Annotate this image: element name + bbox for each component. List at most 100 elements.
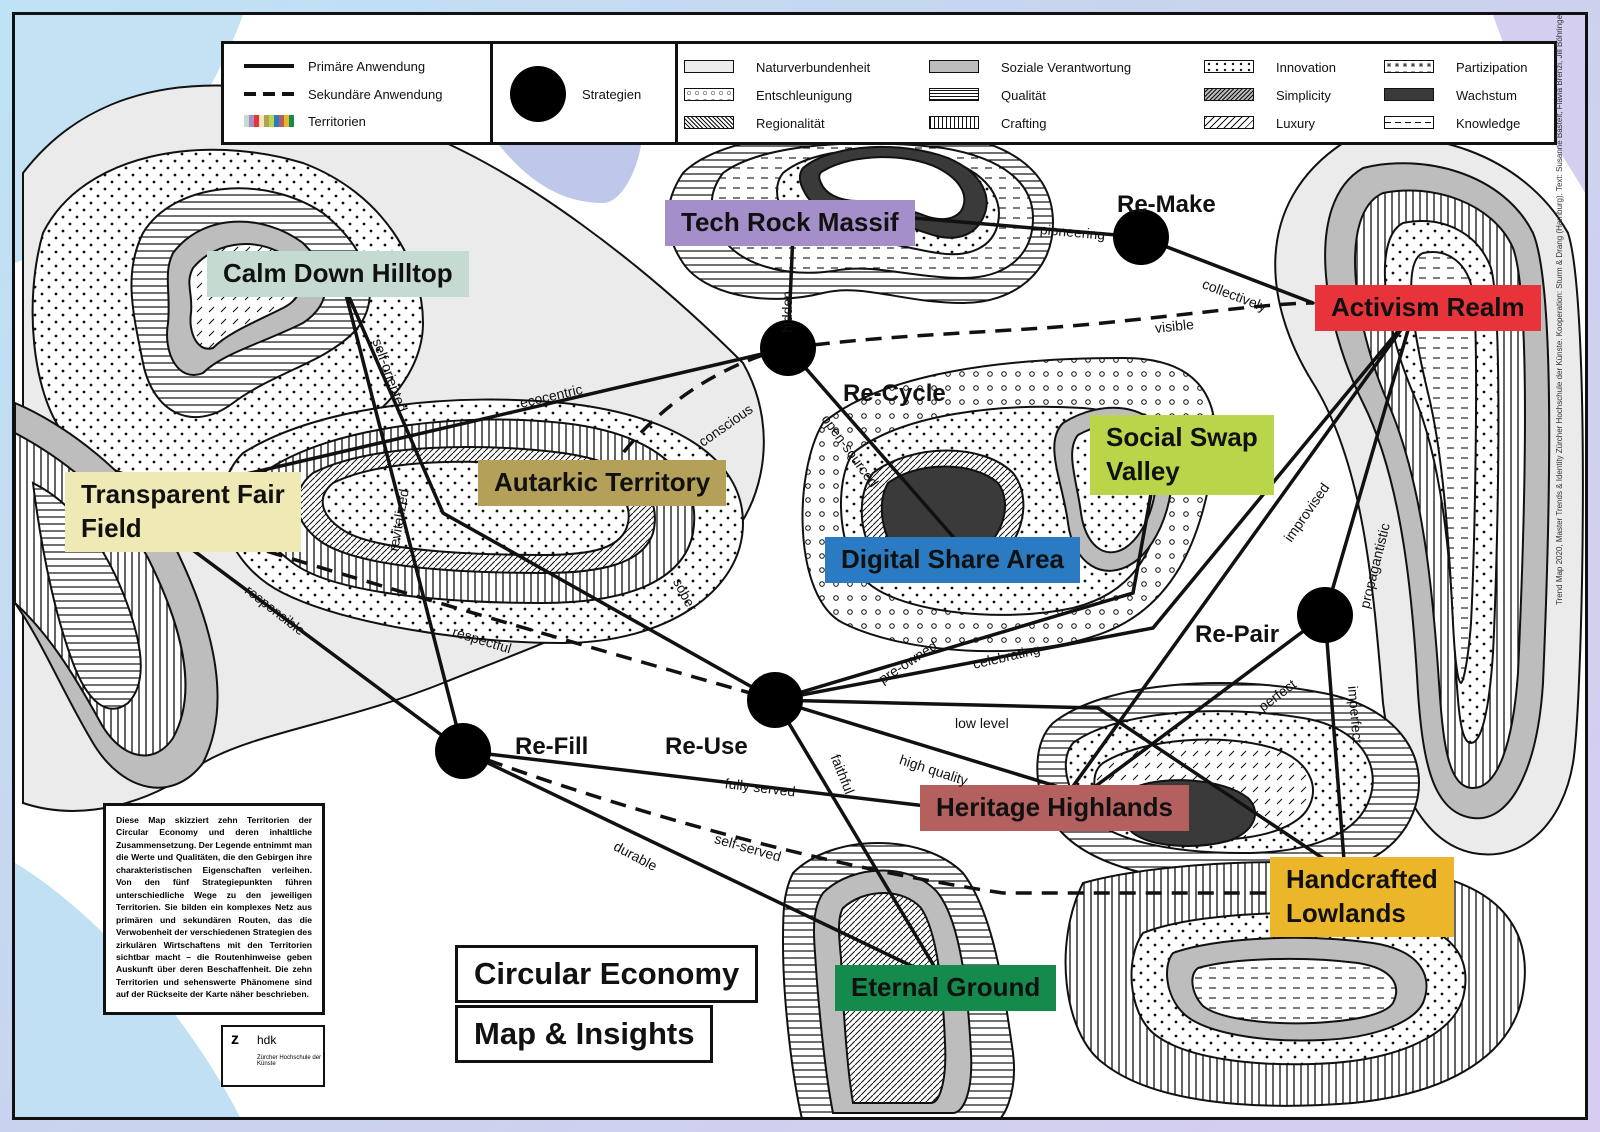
title-line-1: Circular Economy — [455, 945, 759, 1003]
strategy-label-reuse: Re-Use — [665, 733, 748, 760]
legend-swatch-diagonal-dense — [1204, 88, 1254, 101]
legend-value-label: Partizipation — [1456, 60, 1528, 75]
territory-label-line-2: Lowlands — [1286, 897, 1406, 928]
legend-territories-label: Territorien — [308, 114, 366, 129]
territory-tech-rock-massif[interactable]: Tech Rock Massif — [665, 200, 915, 246]
strategy-node-reuse[interactable] — [747, 672, 803, 728]
route-responsible — [141, 511, 465, 753]
territory-heritage-highlands[interactable]: Heritage Highlands — [920, 785, 1189, 831]
route-visible — [787, 301, 1314, 350]
strategy-label-repair: Re-Pair — [1195, 621, 1280, 648]
route-pre-owned — [773, 481, 1155, 702]
legend-value-label: Regionalität — [756, 116, 825, 131]
territory-label-line-1: Social Swap — [1106, 422, 1258, 452]
territory-label: Autarkic Territory — [494, 467, 711, 497]
legend-swatch-circles — [684, 88, 734, 101]
territory-label: Eternal Ground — [851, 972, 1041, 1002]
route-fully-served — [461, 749, 945, 810]
strategy-label-refill: Re-Fill — [515, 733, 589, 760]
legend-value-label: Simplicity — [1276, 88, 1331, 103]
route-low-level — [773, 698, 1347, 875]
route-faithful — [773, 698, 945, 983]
territory-label-line-2: Field — [81, 512, 142, 543]
handcrafted-contour-4 — [1191, 957, 1398, 1025]
legend: Primäre Anwendung Sekundäre Anwendung Te… — [221, 41, 1557, 145]
legend-secondary-label: Sekundäre Anwendung — [308, 87, 443, 102]
legend-primary-label: Primäre Anwendung — [308, 59, 426, 74]
route-perfect — [1071, 613, 1327, 805]
route-label-hidden: hidden — [779, 290, 795, 333]
territory-activism-realm[interactable]: Activism Realm — [1315, 285, 1541, 331]
secondary-routes — [142, 301, 1314, 895]
legend-value-label: Knowledge — [1456, 116, 1521, 131]
route-revitalized — [341, 281, 777, 702]
legend-swatch-dotted-circles — [1384, 60, 1434, 73]
territory-label: Tech Rock Massif — [681, 207, 899, 237]
strategy-node-remake[interactable] — [1113, 209, 1169, 265]
strategy-label-recycle: Re-Cycle — [843, 380, 946, 407]
territory-digital-share-area[interactable]: Digital Share Area — [825, 537, 1081, 583]
info-description: Diese Map skizziert zehn Territorien der… — [103, 803, 325, 1015]
route-imperfect — [1323, 613, 1347, 875]
territory-label: Activism Realm — [1331, 292, 1525, 322]
territory-label-line-2: Valley — [1106, 455, 1180, 486]
legend-line-swatches — [244, 64, 294, 127]
legend-value-label: Naturverbundenheit — [756, 60, 871, 75]
legend-value-label: Crafting — [1001, 116, 1047, 131]
territory-calm-down-hilltop[interactable]: Calm Down Hilltop — [207, 251, 469, 297]
legend-lines-section: Primäre Anwendung Sekundäre Anwendung Te… — [224, 44, 493, 142]
route-collectively — [1139, 235, 1315, 305]
title-line-2: Map & Insights — [455, 1005, 714, 1063]
legend-value-label: Soziale Verantwortung — [1001, 60, 1132, 75]
strategy-node-recycle[interactable] — [760, 320, 816, 376]
credits: Trend Map 2020, Master Trends & Identity… — [1555, 12, 1564, 605]
legend-swatch-mid-gray — [929, 60, 979, 73]
logo-mark: z — [231, 1031, 239, 1048]
hdk-logo: z hdk Zürcher Hochschule der Künste — [221, 1025, 325, 1087]
legend-value-label: Wachstum — [1456, 88, 1517, 103]
territory-label: Heritage Highlands — [936, 792, 1173, 822]
map-frame: Calm Down Hilltop Tech Rock Massif Activ… — [12, 12, 1588, 1120]
route-respectful — [142, 511, 776, 702]
legend-swatch-horizontal-lines — [929, 88, 979, 101]
legend-swatch-dots — [1204, 60, 1254, 73]
territory-eternal-ground[interactable]: Eternal Ground — [835, 965, 1057, 1011]
legend-swatch-vertical-lines — [929, 116, 979, 129]
strategy-swatch-icon — [510, 66, 566, 122]
legend-swatch-diagonal-dashes — [1204, 116, 1254, 129]
route-celebrating — [773, 311, 1415, 702]
territory-label-line-1: Transparent Fair — [81, 479, 285, 509]
legend-value-label: Qualität — [1001, 88, 1046, 103]
logo-name: hdk — [257, 1033, 277, 1047]
route-propagantistic — [1323, 311, 1415, 617]
route-self-served — [462, 749, 1293, 895]
legend-value-label: Innovation — [1276, 60, 1336, 75]
route-pioneering — [911, 216, 1143, 239]
tech-peak — [818, 156, 966, 221]
route-durable — [461, 749, 945, 983]
territory-label: Calm Down Hilltop — [223, 258, 453, 288]
route-label-low-level: low level — [955, 715, 1009, 731]
legend-value-label: Entschleunigung — [756, 88, 853, 103]
legend-swatch-dark-gray — [1384, 88, 1434, 101]
territory-label-line-1: Handcrafted — [1286, 864, 1438, 894]
legend-strategies-label: Strategien — [582, 87, 642, 102]
legend-swatch-cross-hatch — [684, 116, 734, 129]
logo-subtitle: Zürcher Hochschule der Künste — [257, 1055, 322, 1067]
route-open-sourced — [786, 346, 965, 550]
legend-value-label: Luxury — [1276, 116, 1316, 131]
strategy-node-refill[interactable] — [435, 723, 491, 779]
strategy-label-remake: Re-Make — [1117, 191, 1216, 218]
strategy-node-repair[interactable] — [1297, 587, 1353, 643]
territory-label: Digital Share Area — [841, 544, 1065, 574]
route-self-oriented — [341, 281, 465, 753]
legend-swatch-light-gray — [684, 60, 734, 73]
legend-strategies-section: Strategien — [490, 44, 678, 142]
territory-autarkic-territory[interactable]: Autarkic Territory — [478, 460, 727, 506]
legend-swatch-horizontal-dashes — [1384, 116, 1434, 129]
strategy-nodes — [435, 209, 1353, 779]
